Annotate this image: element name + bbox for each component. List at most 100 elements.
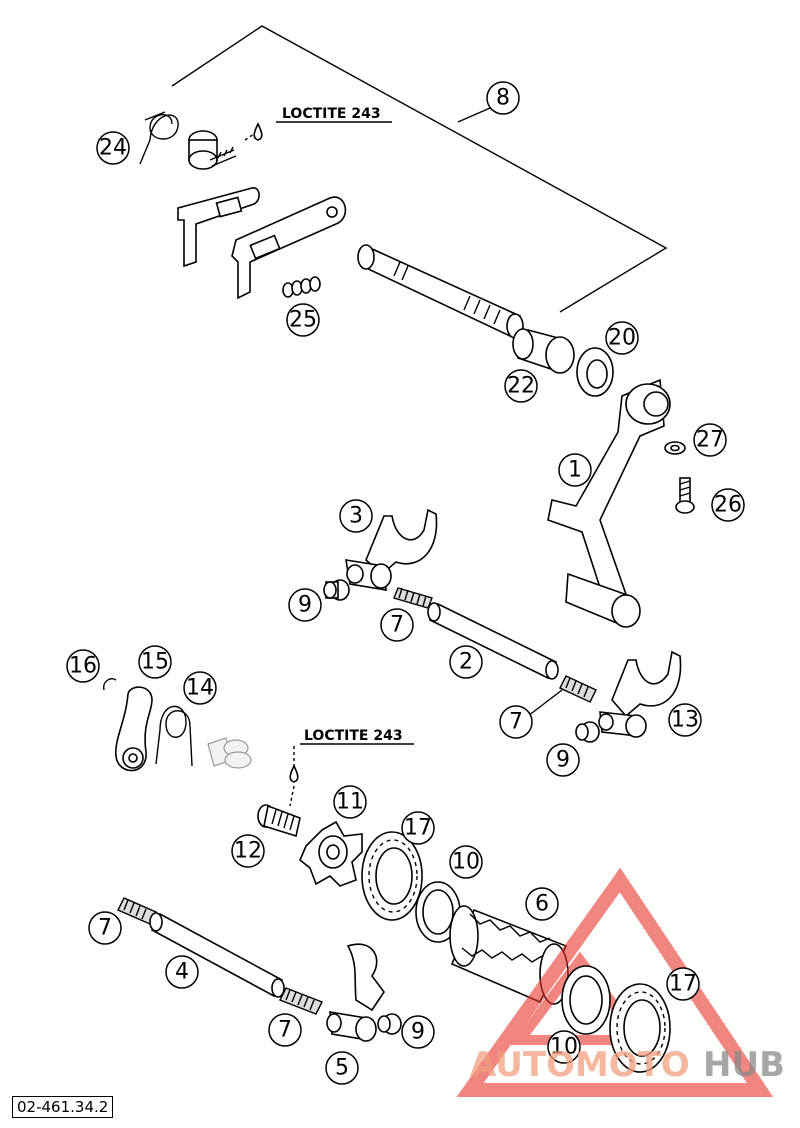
callout-9-lower-text: 9 <box>411 1020 425 1045</box>
roller-9-upper <box>323 579 350 601</box>
circlip-16 <box>102 678 117 691</box>
lever-15 <box>115 686 153 772</box>
spring-7-right <box>559 675 597 703</box>
callout-11-text: 11 <box>336 790 364 815</box>
callout-1: 1 <box>558 453 592 487</box>
callout-2-text: 2 <box>459 650 473 675</box>
callout-7-right: 7 <box>499 705 533 739</box>
watermark-text-hub: HUB <box>703 1045 785 1085</box>
washer-10-upper <box>415 881 461 943</box>
callout-17-lower: 17 <box>666 967 700 1001</box>
callout-13: 13 <box>668 703 702 737</box>
callout-7-right-text: 7 <box>509 710 523 735</box>
callout-5: 5 <box>325 1051 359 1085</box>
callout-16: 16 <box>66 649 100 683</box>
callout-17-lower-text: 17 <box>669 972 697 997</box>
shouldered-bolt-ghost <box>207 737 252 769</box>
callout-8-text: 8 <box>496 86 510 111</box>
watermark-text: AUTOMOTO HUB <box>470 1045 785 1085</box>
loctite-note-mid: LOCTITE 243 <box>304 728 403 744</box>
callout-24: 24 <box>96 131 130 165</box>
callout-10-upper-text: 10 <box>452 850 480 875</box>
shift-lever-1 <box>547 378 671 628</box>
callout-14-text: 14 <box>186 676 214 701</box>
washer-10-lower <box>561 965 611 1035</box>
bolt-12 <box>257 804 301 838</box>
callout-25: 25 <box>286 303 320 337</box>
callout-8: 8 <box>486 81 520 115</box>
loctite-drop-top <box>244 121 392 141</box>
spring-7-lower-right <box>279 987 323 1015</box>
callout-20-text: 20 <box>608 326 636 351</box>
shift-fork-3 <box>345 508 438 591</box>
callout-12-text: 12 <box>234 839 262 864</box>
callout-1-text: 1 <box>568 458 582 483</box>
callout-7-lower-left-text: 7 <box>98 916 112 941</box>
callout-9-mid: 9 <box>546 743 580 777</box>
callout-26: 26 <box>711 488 745 522</box>
callout-6-text: 6 <box>535 892 549 917</box>
callout-2: 2 <box>449 645 483 679</box>
roller-9-mid <box>575 721 600 743</box>
washer-27 <box>664 441 686 455</box>
callout-13-text: 13 <box>671 708 699 733</box>
callout-4: 4 <box>165 955 199 989</box>
shift-fork-13 <box>598 650 682 738</box>
watermark-text-automoto: AUTOMOTO <box>470 1045 690 1085</box>
callout-17-upper-text: 17 <box>404 816 432 841</box>
callout-20: 20 <box>605 321 639 355</box>
bolt-26 <box>675 477 695 514</box>
callout-10-lower-text: 10 <box>550 1035 578 1060</box>
callout-9-upper: 9 <box>288 588 322 622</box>
roller-9-lower <box>377 1013 402 1035</box>
callout-7-lower-left: 7 <box>88 911 122 945</box>
callout-25-text: 25 <box>289 308 317 333</box>
callout-15-text: 15 <box>141 650 169 675</box>
loctite-note-top: LOCTITE 243 <box>282 106 381 122</box>
callout-24-text: 24 <box>99 136 127 161</box>
callout-9-mid-text: 9 <box>556 748 570 773</box>
callout-22: 22 <box>504 369 538 403</box>
callout-4-text: 4 <box>175 960 189 985</box>
callout-12: 12 <box>231 834 265 868</box>
callout-27-text: 27 <box>696 428 724 453</box>
spring-7-upper <box>393 587 433 609</box>
callout-10-upper: 10 <box>449 845 483 879</box>
shift-plate-lower <box>231 196 347 300</box>
callout-10-lower: 10 <box>547 1030 581 1064</box>
callout-16-text: 16 <box>69 654 97 679</box>
shift-shaft <box>357 244 524 339</box>
callout-17-upper: 17 <box>401 811 435 845</box>
callout-15: 15 <box>138 645 172 679</box>
callout-9-upper-text: 9 <box>298 593 312 618</box>
shift-fork-5 <box>326 943 385 1042</box>
callout-6: 6 <box>525 887 559 921</box>
leader-lines <box>527 689 563 717</box>
callout-11: 11 <box>333 785 367 819</box>
callout-27: 27 <box>693 423 727 457</box>
needle-bearing-22 <box>512 328 575 374</box>
assembly-bracket-line <box>171 25 668 313</box>
oil-seal-20 <box>576 347 614 397</box>
callout-3-text: 3 <box>349 504 363 529</box>
callout-7-lower-right-text: 7 <box>278 1018 292 1043</box>
fork-shaft-2 <box>427 602 559 680</box>
callout-3: 3 <box>339 499 373 533</box>
shift-plate-upper <box>177 187 260 268</box>
bearing-17-lower <box>609 983 671 1073</box>
callout-5-text: 5 <box>335 1056 349 1081</box>
callout-26-text: 26 <box>714 493 742 518</box>
callout-7-upper-text: 7 <box>390 613 404 638</box>
shift-star-11 <box>299 820 363 887</box>
bearing-17-upper <box>361 831 423 921</box>
spring-14 <box>155 705 193 767</box>
callout-22-text: 22 <box>507 374 535 399</box>
loctite-drop-mid <box>289 743 414 807</box>
fork-shaft-4 <box>149 912 285 998</box>
washer-stack-25 <box>282 276 321 298</box>
threaded-pin <box>188 130 237 170</box>
callout-14: 14 <box>183 671 217 705</box>
callout-7-lower-right: 7 <box>268 1013 302 1047</box>
callout-9-lower: 9 <box>401 1015 435 1049</box>
